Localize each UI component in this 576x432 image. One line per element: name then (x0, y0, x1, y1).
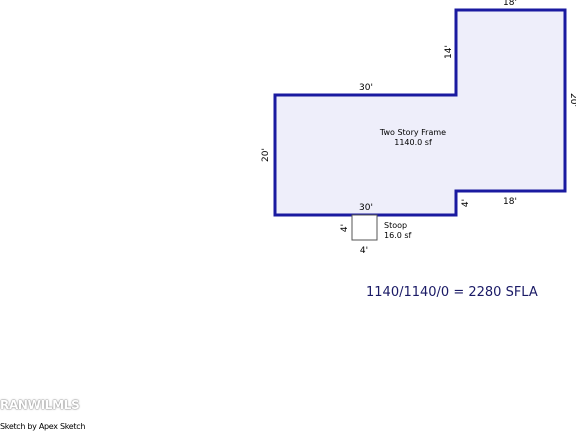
stoop-dim-bottom: 4' (360, 246, 368, 256)
dim-step-up: 14' (444, 45, 454, 59)
sfla-summary: 1140/1140/0 = 2280 SFLA (366, 285, 538, 300)
mls-watermark: RANWILMLS (0, 398, 80, 412)
dim-bottom-left: 30' (359, 203, 373, 213)
stoop-size: 16.0 sf (384, 231, 412, 240)
dim-right: 20' (568, 93, 576, 107)
stoop-outline (351, 214, 378, 241)
stoop-dim-left: 4' (340, 224, 350, 232)
main-area-size: 1140.0 sf (394, 138, 432, 147)
dim-top-left: 30' (359, 83, 373, 93)
two-story-frame-outline (273, 8, 567, 217)
sketch-credit: Sketch by Apex Sketch (0, 422, 86, 431)
dim-top-right: 18' (503, 0, 517, 8)
dim-left: 20' (261, 148, 271, 162)
dim-notch: 4' (461, 199, 471, 207)
dim-bottom-right: 18' (503, 197, 517, 207)
stoop-name: Stoop (384, 221, 407, 230)
main-area-name: Two Story Frame (379, 128, 446, 137)
